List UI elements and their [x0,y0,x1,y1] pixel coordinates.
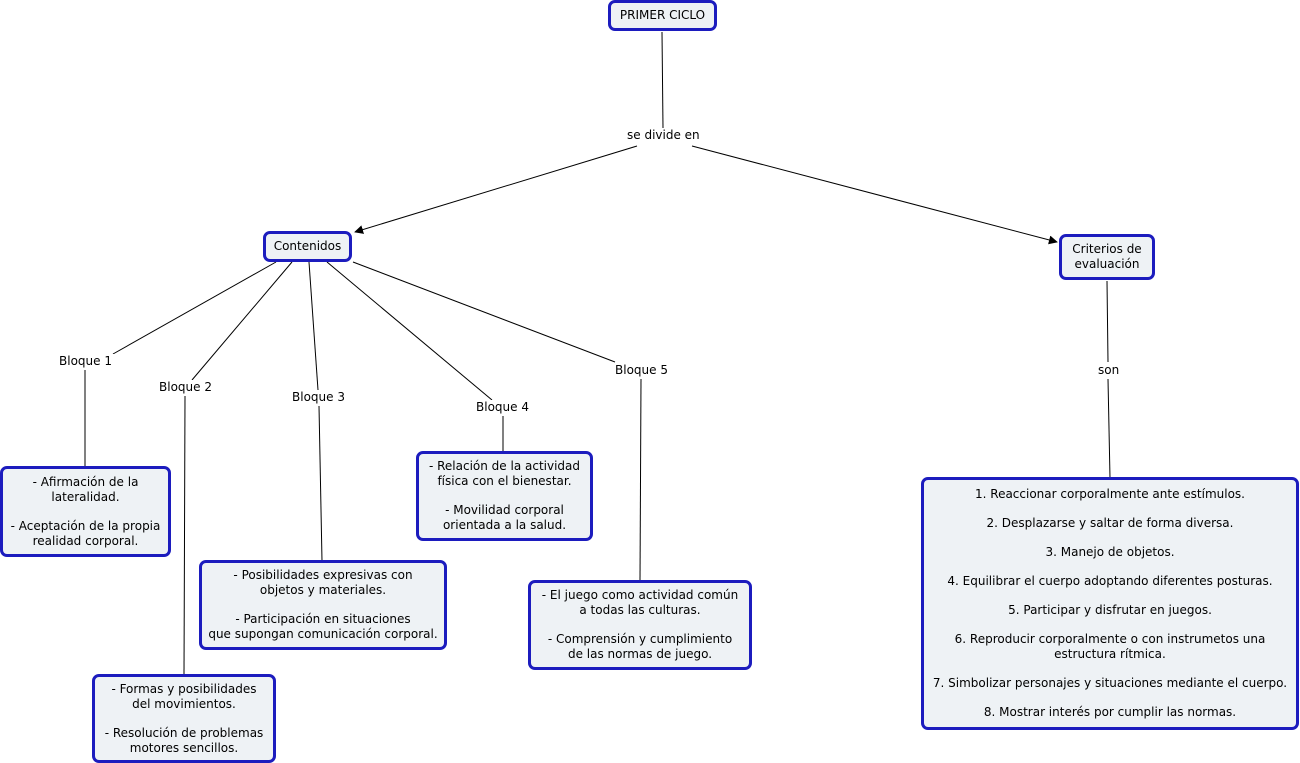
criterios-list-node[interactable]: 1. Reaccionar corporalmente ante estímul… [921,477,1299,730]
bloque-4-item: - Relación de la actividad física con el… [428,459,581,488]
bloque-1-label: Bloque 1 [56,354,115,369]
bloque-3-content-node[interactable]: - Posibilidades expresivas con objetos y… [199,560,447,650]
criterio-item: 7. Simbolizar personajes y situaciones m… [932,676,1288,690]
criterio-item: 5. Participar y disfrutar en juegos. [1008,603,1212,617]
bloque-3-item: - Posibilidades expresivas con objetos y… [233,568,413,597]
bloque-5-item: - Comprensión y cumplimiento de las norm… [547,632,733,661]
bloque-2-item: - Formas y posibilidades del movimientos… [111,681,257,711]
bloque-2-content-node[interactable]: - Formas y posibilidades del movimientos… [92,674,276,763]
bloque-2-label: Bloque 2 [156,380,215,395]
criterio-item: 4. Equilibrar el cuerpo adoptando difere… [947,574,1273,588]
criterio-item: 1. Reaccionar corporalmente ante estímul… [975,487,1245,501]
bloque-3-label: Bloque 3 [289,390,348,405]
criterio-item: 8. Mostrar interés por cumplir las norma… [983,705,1237,719]
criterios-node[interactable]: Criterios de evaluación [1059,234,1155,280]
bloque-4-item: - Movilidad corporal orientada a la salu… [442,503,567,532]
criterios-label: Criterios de evaluación [1072,242,1142,271]
bloque-5-label: Bloque 5 [612,363,671,378]
criterio-item: 2. Desplazarse y saltar de forma diversa… [986,516,1234,530]
bloque-1-item: - Afirmación de la lateralidad. [32,474,139,504]
criterio-item: 3. Manejo de objetos. [1045,545,1175,559]
bloque-1-item: - Aceptación de la propia realidad corpo… [10,518,161,548]
bloque-1-content-node[interactable]: - Afirmación de la lateralidad. - Acepta… [0,466,171,557]
contenidos-node[interactable]: Contenidos [263,231,352,262]
criterios-link-label: son [1095,363,1123,378]
contenidos-label: Contenidos [273,239,342,253]
bloque-5-item: - El juego como actividad común a todas … [541,588,739,617]
root-label: PRIMER CICLO [619,8,706,22]
root-link-label: se divide en [624,128,703,143]
root-node[interactable]: PRIMER CICLO [608,0,717,31]
bloque-3-item: - Participación en situaciones que supon… [208,612,438,641]
bloque-4-label: Bloque 4 [473,400,532,415]
criterio-item: 6. Reproducir corporalmente o con instru… [954,632,1266,661]
bloque-4-content-node[interactable]: - Relación de la actividad física con el… [416,451,593,541]
bloque-5-content-node[interactable]: - El juego como actividad común a todas … [528,580,752,670]
bloque-2-item: - Resolución de problemas motores sencil… [104,725,264,755]
